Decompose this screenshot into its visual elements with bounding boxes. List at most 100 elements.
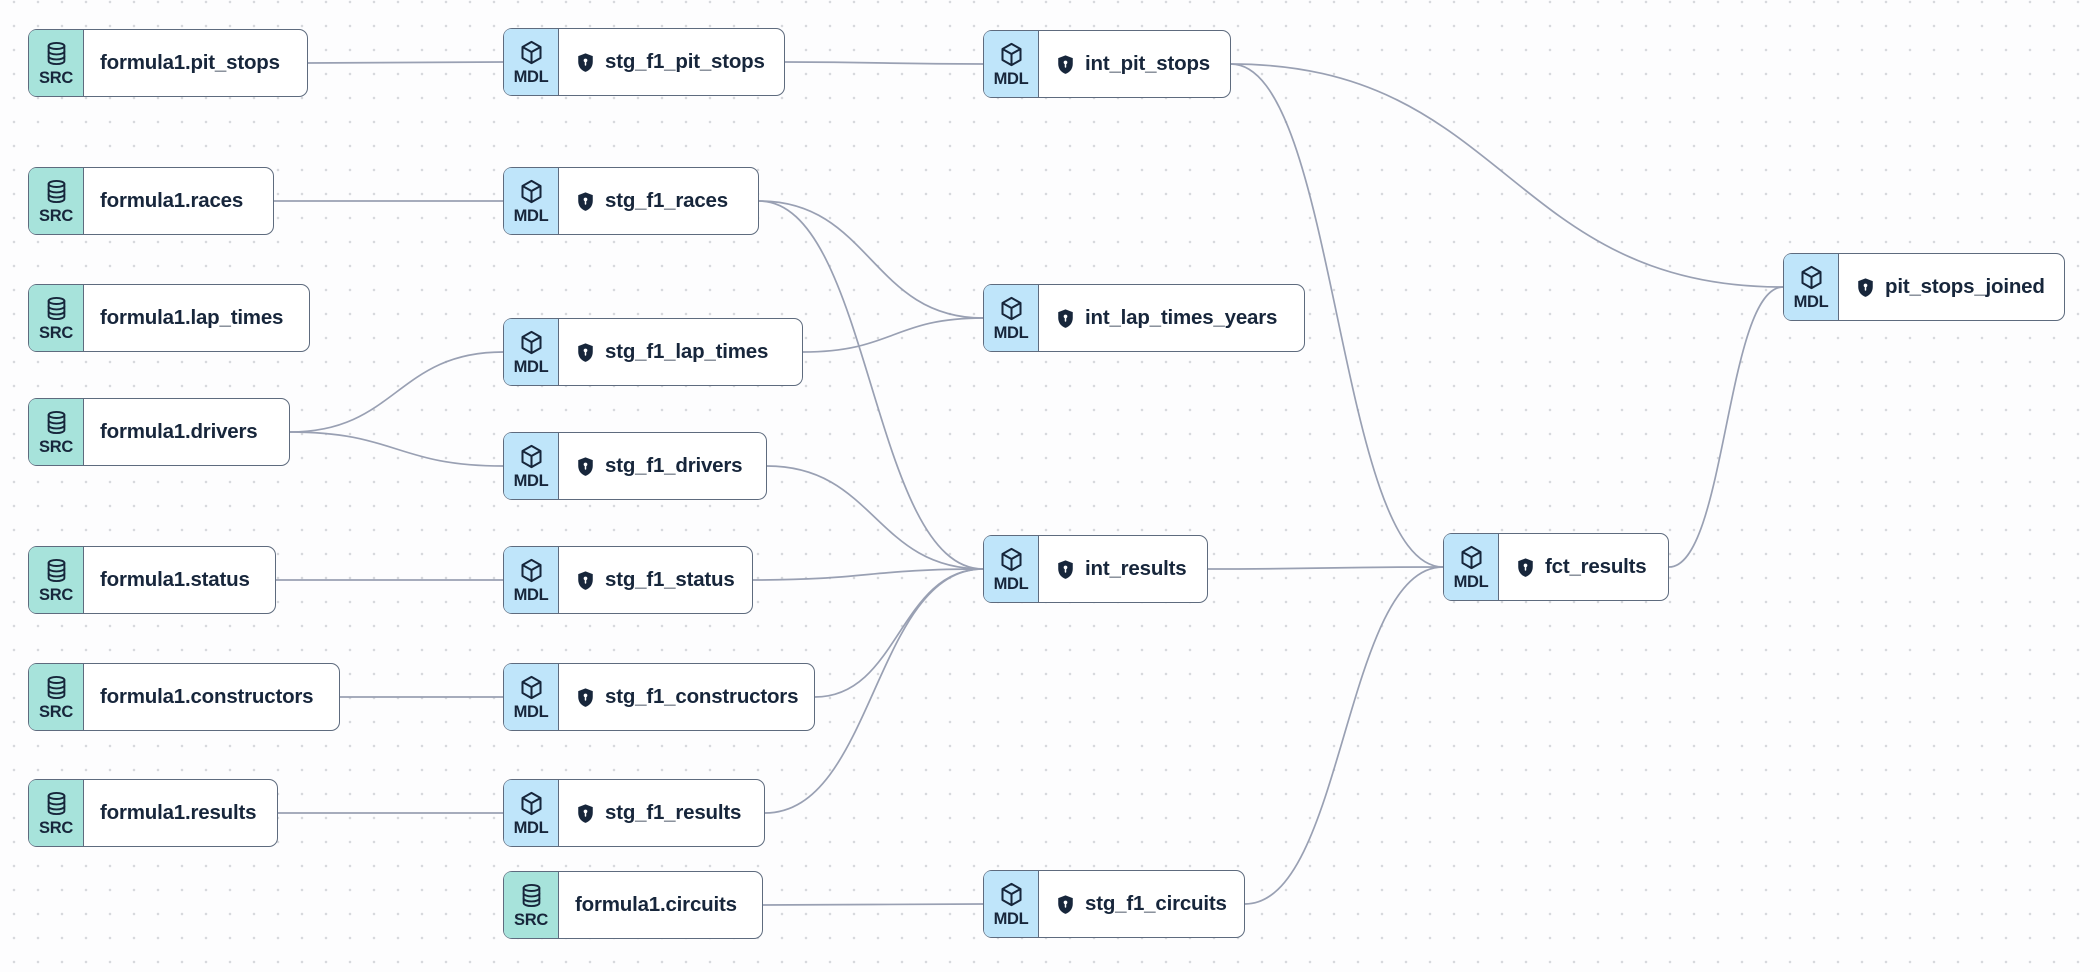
cube-icon <box>518 329 545 356</box>
database-icon <box>43 674 70 701</box>
node-body: formula1.races <box>84 168 273 234</box>
node-label: pit_stops_joined <box>1885 275 2045 298</box>
database-icon <box>43 295 70 322</box>
node-kind-label: MDL <box>513 702 549 721</box>
lineage-node-src_pit_stops[interactable]: SRC formula1.pit_stops <box>28 29 308 97</box>
source-badge: SRC <box>29 547 84 613</box>
shield-lock-icon <box>1055 308 1076 329</box>
cube-icon <box>998 881 1025 908</box>
cube-icon <box>1458 544 1485 571</box>
lineage-node-src_lap_times[interactable]: SRC formula1.lap_times <box>28 284 310 352</box>
source-badge: SRC <box>29 285 84 351</box>
source-badge: SRC <box>29 30 84 96</box>
node-label: formula1.pit_stops <box>100 51 280 74</box>
model-badge: MDL <box>504 319 559 385</box>
lineage-edge-stg_races-int_results <box>758 200 984 570</box>
lineage-edge-fct_results-pit_stops_joined <box>1668 286 1784 568</box>
cube-icon <box>518 557 545 584</box>
node-kind-label: SRC <box>39 585 73 604</box>
node-label: stg_f1_results <box>605 801 742 824</box>
lineage-edge-int_pit_stops-pit_stops_joined <box>1230 63 1784 288</box>
cube-icon <box>998 295 1025 322</box>
model-badge: MDL <box>504 433 559 499</box>
node-kind-label: MDL <box>993 909 1029 928</box>
node-kind-label: MDL <box>513 585 549 604</box>
node-body: stg_f1_pit_stops <box>559 29 784 95</box>
lineage-node-stg_circuits[interactable]: MDL stg_f1_circuits <box>983 870 1245 938</box>
lineage-edge-stg_races-int_lap_times_years <box>758 200 984 319</box>
shield-lock-icon <box>575 52 596 73</box>
shield-lock-icon <box>1515 557 1536 578</box>
lineage-node-src_drivers[interactable]: SRC formula1.drivers <box>28 398 290 466</box>
node-body: formula1.lap_times <box>84 285 309 351</box>
node-body: formula1.constructors <box>84 664 339 730</box>
node-body: formula1.drivers <box>84 399 289 465</box>
node-label: formula1.results <box>100 801 257 824</box>
source-badge: SRC <box>29 780 84 846</box>
node-label: formula1.circuits <box>575 893 737 916</box>
source-badge: SRC <box>504 872 559 938</box>
model-badge: MDL <box>1444 534 1499 600</box>
lineage-edge-src_circuits-stg_circuits <box>762 903 984 906</box>
node-body: int_pit_stops <box>1039 31 1230 97</box>
lineage-node-src_status[interactable]: SRC formula1.status <box>28 546 276 614</box>
database-icon <box>43 40 70 67</box>
lineage-edge-int_results-fct_results <box>1207 566 1444 570</box>
node-label: int_lap_times_years <box>1085 306 1278 329</box>
node-kind-label: MDL <box>993 69 1029 88</box>
node-kind-label: MDL <box>513 357 549 376</box>
lineage-node-stg_constructors[interactable]: MDL stg_f1_constructors <box>503 663 815 731</box>
shield-lock-icon <box>1055 54 1076 75</box>
database-icon <box>43 178 70 205</box>
lineage-edge-stg_lap_times-int_lap_times_years <box>802 317 984 353</box>
lineage-edge-src_drivers-stg_drivers <box>289 431 504 467</box>
cube-icon <box>518 178 545 205</box>
cube-icon <box>518 39 545 66</box>
cube-icon <box>1798 264 1825 291</box>
node-label: formula1.lap_times <box>100 306 284 329</box>
model-badge: MDL <box>984 285 1039 351</box>
node-body: stg_f1_races <box>559 168 758 234</box>
model-badge: MDL <box>984 871 1039 937</box>
database-icon <box>43 790 70 817</box>
node-label: stg_f1_races <box>605 189 728 212</box>
node-kind-label: MDL <box>993 574 1029 593</box>
shield-lock-icon <box>575 342 596 363</box>
node-kind-label: MDL <box>1453 572 1489 591</box>
lineage-node-int_lap_times_years[interactable]: MDL int_lap_times_years <box>983 284 1305 352</box>
node-kind-label: SRC <box>39 437 73 456</box>
shield-lock-icon <box>1055 894 1076 915</box>
node-body: stg_f1_circuits <box>1039 871 1244 937</box>
lineage-node-src_results[interactable]: SRC formula1.results <box>28 779 278 847</box>
lineage-node-pit_stops_joined[interactable]: MDL pit_stops_joined <box>1783 253 2065 321</box>
node-kind-label: SRC <box>39 206 73 225</box>
node-body: formula1.circuits <box>559 872 762 938</box>
lineage-node-src_circuits[interactable]: SRC formula1.circuits <box>503 871 763 939</box>
model-badge: MDL <box>1784 254 1839 320</box>
lineage-edge-int_pit_stops-fct_results <box>1230 63 1444 568</box>
node-body: formula1.status <box>84 547 275 613</box>
cube-icon <box>998 41 1025 68</box>
node-body: stg_f1_results <box>559 780 764 846</box>
model-badge: MDL <box>984 31 1039 97</box>
node-label: formula1.constructors <box>100 685 314 708</box>
lineage-node-src_races[interactable]: SRC formula1.races <box>28 167 274 235</box>
database-icon <box>43 557 70 584</box>
shield-lock-icon <box>1055 559 1076 580</box>
shield-lock-icon <box>575 191 596 212</box>
cube-icon <box>518 443 545 470</box>
lineage-node-int_pit_stops[interactable]: MDL int_pit_stops <box>983 30 1231 98</box>
node-label: stg_f1_constructors <box>605 685 799 708</box>
node-body: stg_f1_constructors <box>559 664 814 730</box>
database-icon <box>518 882 545 909</box>
